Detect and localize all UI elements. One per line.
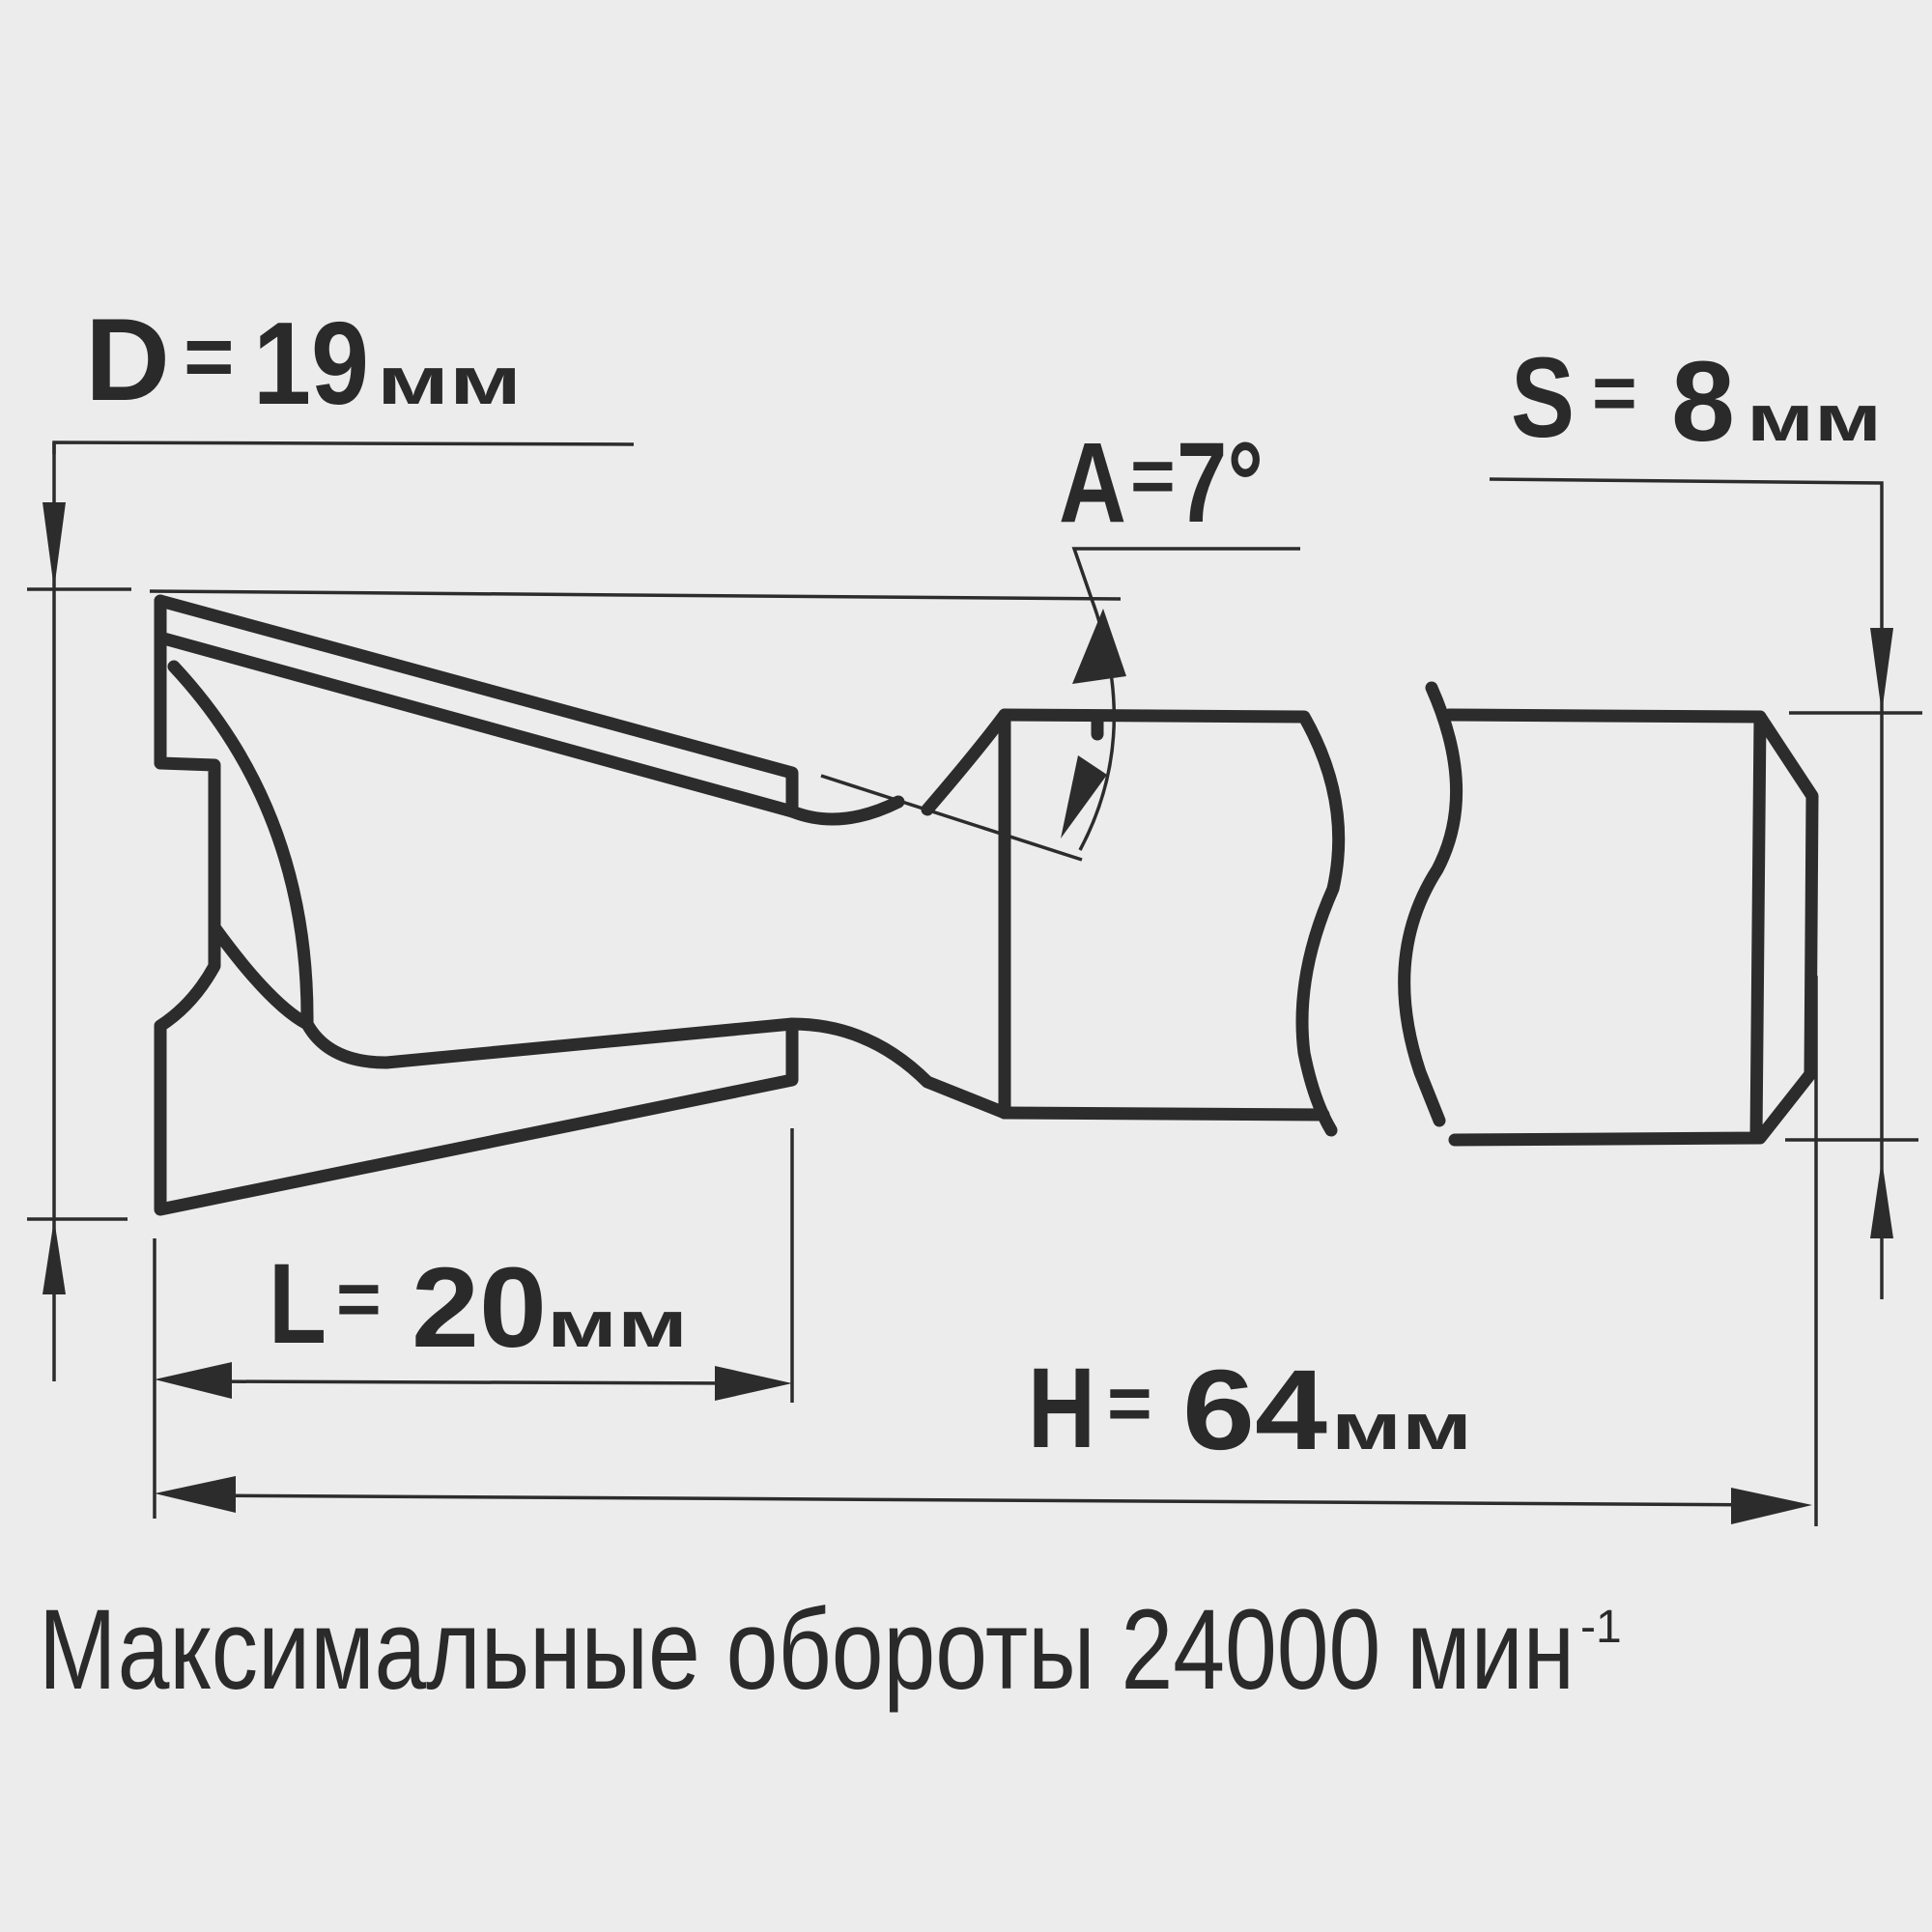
dim-s-leader: [1489, 477, 1884, 1299]
dim-l-symbol: L: [269, 1240, 327, 1368]
dim-d-value: 19: [253, 298, 369, 429]
dim-a-arrow-top-icon: [1072, 609, 1126, 684]
dim-d-leader: [52, 440, 635, 454]
shank-left-part: [998, 708, 1346, 1137]
reference-line-top: [149, 589, 1122, 601]
dim-s-unit: мм: [1747, 382, 1882, 455]
flute-tip-curve: [785, 795, 905, 826]
flute-bottom: [300, 1017, 1011, 1120]
dim-h-line: [192, 1493, 1778, 1507]
dim-h-arrow-left-icon: [155, 1476, 236, 1513]
dim-h-eq: =: [1107, 1360, 1152, 1446]
dim-l-arrow-left-icon: [155, 1362, 232, 1399]
neck: [921, 708, 1011, 1120]
dim-a-leader: [1071, 547, 1300, 600]
shank-right-profile: [1442, 708, 1819, 1147]
dim-d-arrow-bottom-icon: [43, 1219, 66, 1294]
dim-a-value: 7°: [1177, 419, 1264, 547]
dim-a-arrow-bottom-icon: [1061, 755, 1107, 838]
dim-a-angle-line: [820, 774, 1083, 862]
dim-a-symbol: A: [1059, 419, 1126, 547]
dimension-l: L = 20 мм: [153, 1238, 792, 1519]
shank-left-bottom: [998, 1106, 1330, 1122]
dim-s-symbol: S: [1511, 334, 1575, 462]
shank: [998, 681, 1819, 1526]
dim-d-symbol: D: [85, 294, 170, 425]
flute-curve: [167, 660, 314, 1031]
shank-chamfer-line: [1749, 710, 1767, 1145]
dim-s-eq: =: [1592, 350, 1637, 436]
dim-h-symbol: H: [1028, 1345, 1095, 1472]
dim-h-value: 64: [1182, 1347, 1327, 1474]
dimension-a: A = 7°: [820, 419, 1300, 862]
dimension-s: S = 8 мм: [1489, 334, 1922, 1299]
dim-l-line: [192, 1379, 754, 1385]
shank-right-break: [1398, 681, 1463, 1127]
dim-s-arrow-top-icon: [1870, 628, 1893, 713]
dim-h-arrow-right-icon: [1731, 1488, 1812, 1524]
dim-s-value: 8: [1671, 338, 1735, 466]
dim-l-unit: мм: [547, 1288, 688, 1361]
dimension-d: D = 19 мм: [27, 294, 635, 1381]
dim-d-eq: =: [184, 309, 235, 406]
dim-d-unit: мм: [377, 343, 522, 418]
cutter-outer-profile: [154, 594, 799, 1216]
max-rpm-caption: Максимальные обороты 24000 мин -1: [39, 1586, 1622, 1714]
dim-h-unit: мм: [1331, 1390, 1472, 1463]
dim-a-eq: =: [1130, 433, 1176, 519]
dim-l-arrow-right-icon: [715, 1366, 792, 1401]
dimension-h: H = 64 мм: [155, 1345, 1812, 1524]
caption-superscript: -1: [1580, 1602, 1622, 1653]
caption-text: Максимальные обороты 24000 мин: [39, 1586, 1575, 1714]
dim-l-value: 20: [412, 1244, 547, 1372]
dim-d-arrow-top-icon: [43, 502, 66, 589]
dim-l-eq: =: [336, 1256, 382, 1342]
dim-s-arrow-bottom-icon: [1870, 1159, 1893, 1238]
